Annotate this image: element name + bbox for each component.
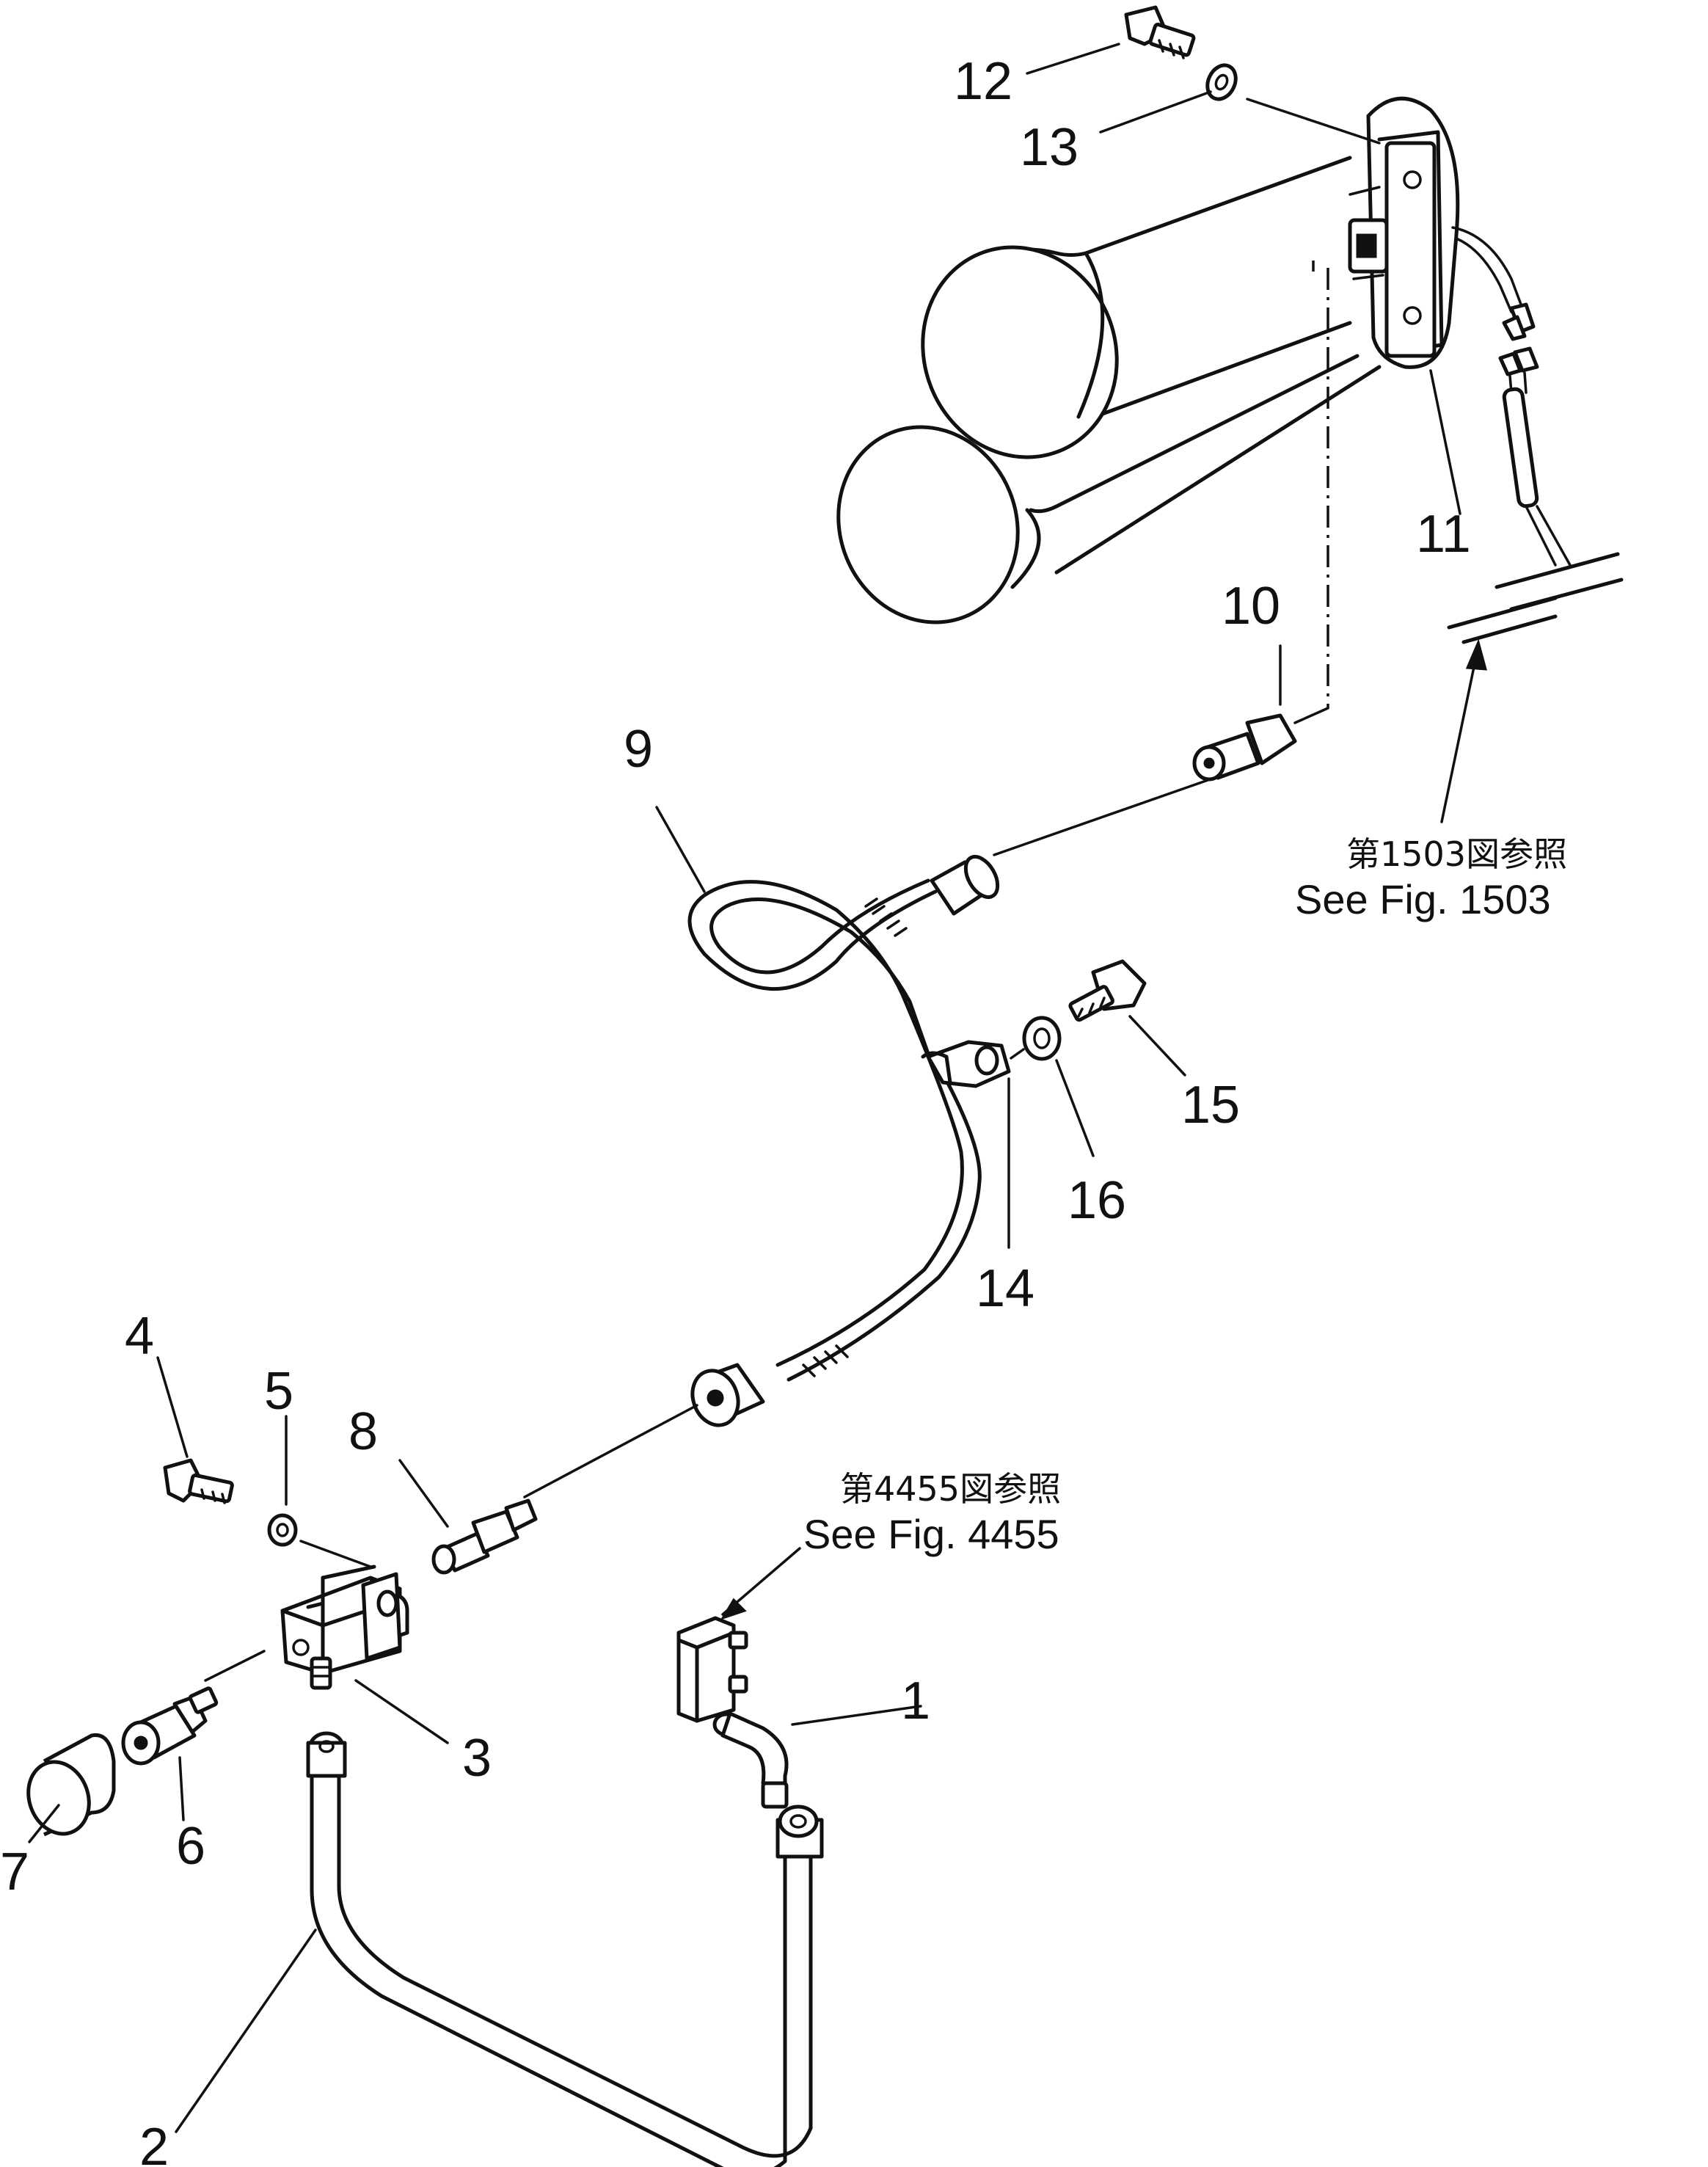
callout-8: 8 — [348, 1402, 378, 1461]
elbow-fitting-1 — [712, 1711, 789, 1809]
washer-5 — [267, 1513, 298, 1547]
callout-5: 5 — [264, 1362, 293, 1421]
callout-16: 16 — [1068, 1171, 1126, 1230]
bolt-15 — [1068, 959, 1147, 1022]
callout-4: 4 — [125, 1307, 154, 1366]
callout-3: 3 — [462, 1729, 492, 1788]
hose-2 — [306, 1731, 824, 2167]
fitting-8 — [431, 1404, 698, 1575]
washer-16 — [1022, 1016, 1062, 1061]
callout-12: 12 — [954, 52, 1012, 111]
hose-9 — [687, 776, 1216, 1427]
leader-lines — [28, 43, 1488, 2133]
callout-2: 2 — [139, 2118, 169, 2167]
callout-7: 7 — [0, 1843, 29, 1901]
bracket-3 — [280, 1565, 409, 1690]
ref-fig4455-en: See Fig. 4455 — [803, 1511, 1059, 1557]
push-switch-6 — [121, 1686, 219, 1766]
washer-13 — [1205, 63, 1238, 101]
callout-11: 11 — [1416, 505, 1471, 564]
callout-9: 9 — [624, 720, 653, 779]
reference-notes: 第1503図参照 See Fig. 1503 第4455図参照 See Fig.… — [803, 834, 1567, 1557]
button-cap-7 — [26, 1733, 116, 1837]
callout-6: 6 — [176, 1817, 205, 1876]
callout-10: 10 — [1222, 577, 1280, 635]
air-horn-assembly — [836, 96, 1624, 708]
ref-fig1503-en: See Fig. 1503 — [1295, 876, 1551, 922]
bolt-12 — [1124, 5, 1196, 59]
ref-fig4455-jp: 第4455図参照 — [840, 1469, 1061, 1509]
callout-13: 13 — [1020, 118, 1079, 177]
callout-1: 1 — [901, 1672, 930, 1730]
callout-15: 15 — [1181, 1076, 1240, 1135]
callout-numbers: 1 2 3 4 5 6 7 8 9 10 11 12 13 14 15 16 — [0, 52, 1471, 2167]
callout-14: 14 — [976, 1259, 1034, 1318]
air-valve — [676, 1616, 748, 1723]
bolt-4 — [163, 1458, 234, 1504]
ref-fig1503-jp: 第1503図参照 — [1346, 834, 1567, 874]
fitting-10 — [1192, 707, 1329, 782]
